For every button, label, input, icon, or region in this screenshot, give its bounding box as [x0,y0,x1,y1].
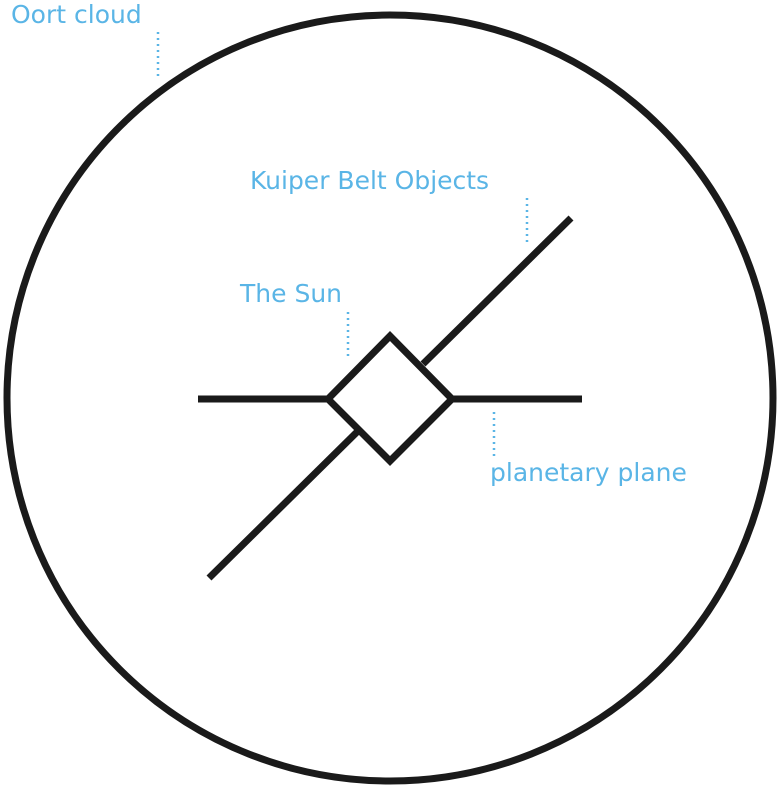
sun-diamond [323,331,457,466]
oort-cloud-label: Oort cloud [11,0,142,29]
kuiper-belt-label: Kuiper Belt Objects [250,166,489,195]
sun-label: The Sun [239,279,342,308]
kuiper-belt-line-upper [420,215,574,367]
planetary-plane-label: planetary plane [490,458,687,487]
oort-cloud-circle [3,11,777,785]
kuiper-belt-line-lower [206,429,360,581]
